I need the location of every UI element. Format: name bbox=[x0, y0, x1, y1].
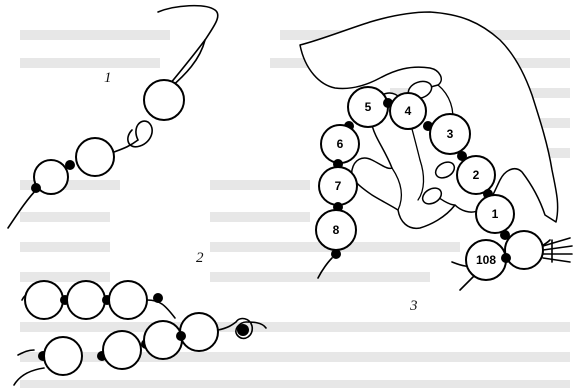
figure-3-counting: 5 4 3 2 1 6 7 8 108 3 bbox=[300, 12, 572, 314]
figure-3-number: 3 bbox=[409, 298, 418, 314]
figure-1-number: 1 bbox=[104, 70, 112, 86]
fig2-bead bbox=[67, 281, 105, 319]
bead-number-108: 108 bbox=[476, 253, 496, 267]
fig2-knot bbox=[237, 324, 249, 336]
fig2-bead bbox=[44, 337, 82, 375]
bead-number-8: 8 bbox=[333, 223, 340, 237]
bead-number-4: 4 bbox=[405, 104, 412, 118]
bead-number-6: 6 bbox=[337, 137, 344, 151]
fig1-knot bbox=[31, 183, 41, 193]
fig1-bead-2 bbox=[76, 138, 114, 176]
figure-2-knotting: 2 bbox=[14, 250, 266, 385]
tassel-bead bbox=[505, 231, 543, 269]
fig2-bead bbox=[144, 321, 182, 359]
fig1-bead-3 bbox=[144, 80, 184, 120]
knot bbox=[331, 249, 341, 259]
fig2-bead bbox=[109, 281, 147, 319]
bead-number-3: 3 bbox=[447, 127, 454, 141]
bead-number-1: 1 bbox=[492, 207, 499, 221]
fig2-bead bbox=[25, 281, 63, 319]
fig2-bead bbox=[103, 331, 141, 369]
fig1-knot bbox=[65, 160, 75, 170]
bead-number-5: 5 bbox=[365, 100, 372, 114]
fig2-bead bbox=[180, 313, 218, 351]
bead-number-7: 7 bbox=[335, 179, 342, 193]
knot bbox=[501, 253, 511, 263]
fig2-knot bbox=[176, 331, 186, 341]
bead-number-2: 2 bbox=[473, 168, 480, 182]
figure-2-number: 2 bbox=[196, 250, 204, 266]
